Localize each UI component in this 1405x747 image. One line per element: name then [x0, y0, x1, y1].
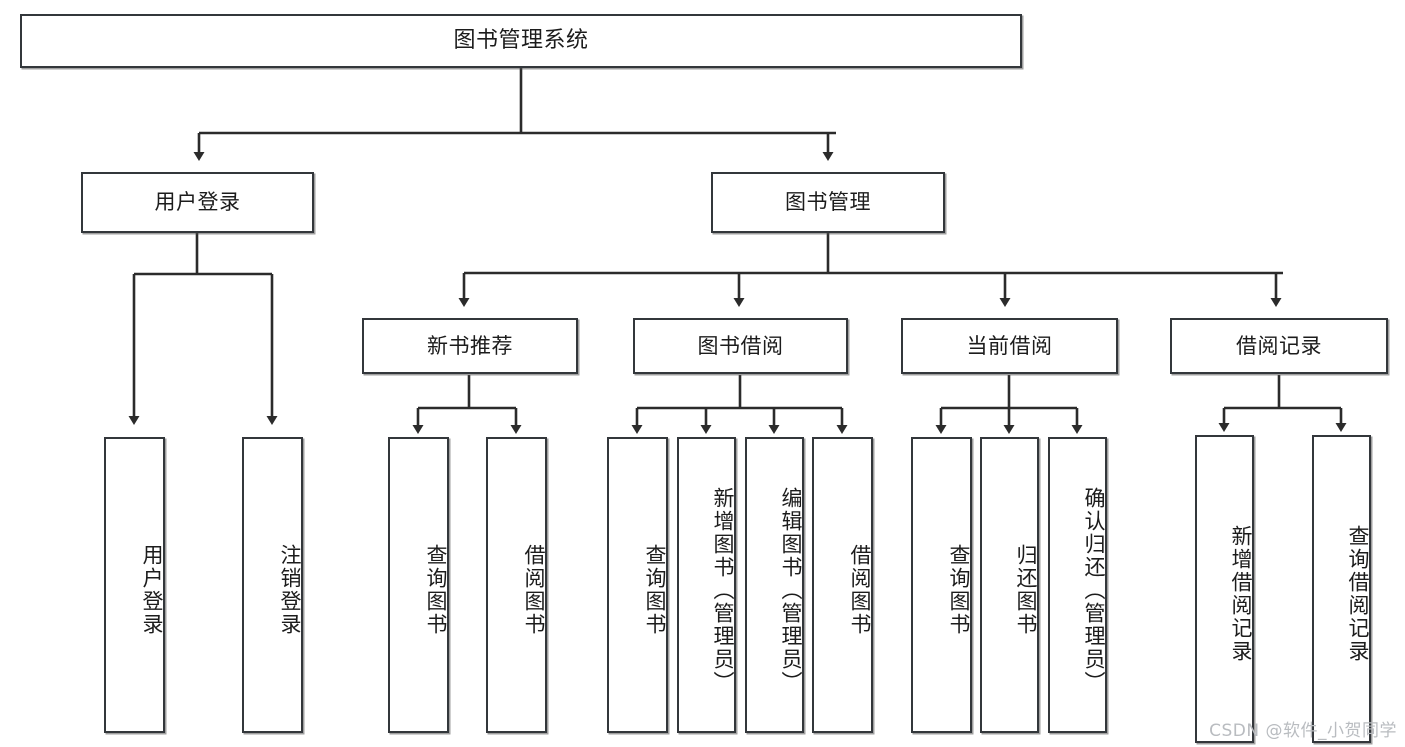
node-label: 图书管理: [785, 190, 871, 215]
leaf-current-borrow-return[interactable]: 归还图书: [980, 437, 1039, 733]
leaf-book-borrow-query[interactable]: 查询图书: [607, 437, 668, 733]
node-label: 查询图书: [947, 544, 971, 636]
node-new-book-recommend[interactable]: 新书推荐: [362, 318, 578, 374]
node-current-borrow[interactable]: 当前借阅: [901, 318, 1118, 374]
node-label: 注销登录: [278, 544, 302, 636]
watermark-text: CSDN @软件_小贺同学: [1209, 721, 1397, 741]
leaf-new-book-borrow[interactable]: 借阅图书: [486, 437, 547, 733]
node-label: 借阅记录: [1236, 333, 1322, 358]
leaf-user-login-logout[interactable]: 注销登录: [242, 437, 303, 733]
leaf-book-borrow-borrow[interactable]: 借阅图书: [812, 437, 873, 733]
node-borrow-record[interactable]: 借阅记录: [1170, 318, 1388, 374]
node-label: 确认归还（管理员）: [1082, 486, 1106, 694]
node-label: 借阅图书: [522, 544, 546, 636]
node-label: 查询借阅记录: [1346, 525, 1370, 663]
leaf-book-borrow-edit[interactable]: 编辑图书（管理员）: [745, 437, 804, 733]
node-label: 新增图书（管理员）: [711, 486, 735, 694]
node-user-login[interactable]: 用户登录: [81, 172, 314, 233]
node-label: 查询图书: [424, 544, 448, 636]
node-label: 编辑图书（管理员）: [779, 486, 803, 694]
node-label: 当前借阅: [966, 333, 1053, 358]
node-label: 查询图书: [643, 544, 667, 636]
leaf-current-borrow-query[interactable]: 查询图书: [911, 437, 972, 733]
node-label: 图书借阅: [697, 333, 784, 358]
node-label: 借阅图书: [848, 544, 872, 636]
node-label: 新增借阅记录: [1229, 525, 1253, 663]
node-label: 归还图书: [1014, 544, 1038, 636]
node-label: 用户登录: [140, 544, 164, 636]
leaf-borrow-record-query[interactable]: 查询借阅记录: [1312, 435, 1371, 743]
node-label: 新书推荐: [427, 333, 513, 358]
leaf-borrow-record-add[interactable]: 新增借阅记录: [1195, 435, 1254, 743]
node-label: 图书管理系统: [453, 28, 589, 54]
leaf-book-borrow-add[interactable]: 新增图书（管理员）: [677, 437, 736, 733]
node-book-borrow[interactable]: 图书借阅: [633, 318, 848, 374]
node-root-system[interactable]: 图书管理系统: [20, 14, 1022, 68]
leaf-current-borrow-confirm[interactable]: 确认归还（管理员）: [1048, 437, 1107, 733]
leaf-new-book-query[interactable]: 查询图书: [388, 437, 449, 733]
node-label: 用户登录: [154, 190, 241, 215]
leaf-user-login-login[interactable]: 用户登录: [104, 437, 165, 733]
node-book-management[interactable]: 图书管理: [711, 172, 945, 233]
